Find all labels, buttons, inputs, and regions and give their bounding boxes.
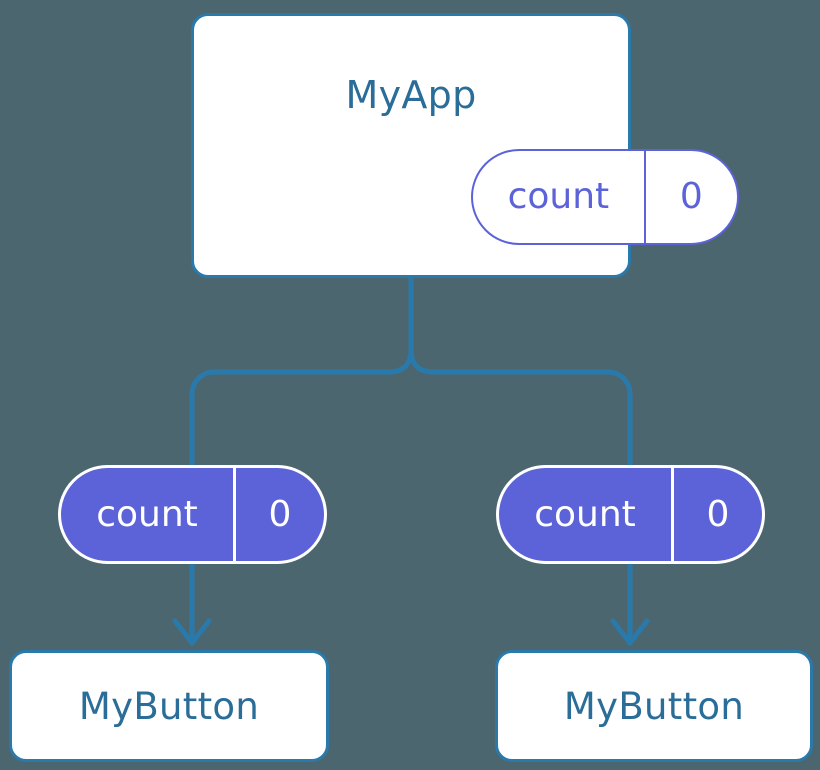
component-label-mybutton-left: MyButton [78,684,260,728]
state-pill-right-count[interactable]: count 0 [496,465,765,564]
state-pill-key: count [534,493,636,535]
component-label-mybutton-right: MyButton [563,684,745,728]
component-card-mybutton-left[interactable]: MyButton [9,650,329,762]
state-pill-value: 0 [233,468,324,561]
connector-branch-right [408,348,633,465]
component-label-myapp: MyApp [345,73,477,117]
state-pill-value: 0 [671,468,762,561]
state-pill-key: count [96,493,198,535]
state-pill-myapp-count[interactable]: count 0 [471,149,739,245]
arrowhead-right [610,618,650,646]
state-pill-left-count[interactable]: count 0 [58,465,327,564]
connector-branch-left [189,348,414,465]
state-pill-key: count [507,176,610,217]
arrowhead-left [172,618,212,646]
component-card-mybutton-right[interactable]: MyButton [495,650,813,762]
component-card-myapp[interactable]: MyApp count 0 [191,13,739,278]
state-pill-value: 0 [643,151,737,243]
